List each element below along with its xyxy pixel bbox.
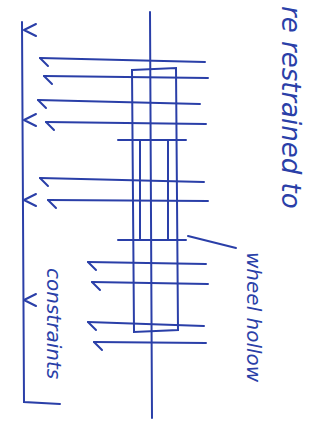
arrow-mark: [24, 194, 36, 206]
arrow-mark: [24, 24, 36, 36]
member-line: [92, 282, 208, 284]
part-label: wheel hollow: [244, 252, 264, 382]
member-line: [94, 342, 206, 343]
hub-flange: [118, 140, 186, 240]
member-line: [40, 58, 205, 62]
note-text: re restrained to: [278, 6, 304, 209]
member-line: [40, 178, 204, 182]
note-text: constraints: [44, 268, 64, 379]
member-line: [46, 122, 206, 124]
axle-line: [150, 12, 152, 418]
arrow-mark: [24, 114, 36, 126]
member-line: [48, 200, 208, 201]
leader-line: [188, 236, 236, 248]
hub-box: [132, 68, 178, 332]
member-line: [44, 76, 208, 78]
arrow-mark: [24, 294, 36, 306]
hub-inner: [140, 140, 168, 240]
member-line: [88, 262, 206, 264]
member-line: [88, 322, 204, 326]
